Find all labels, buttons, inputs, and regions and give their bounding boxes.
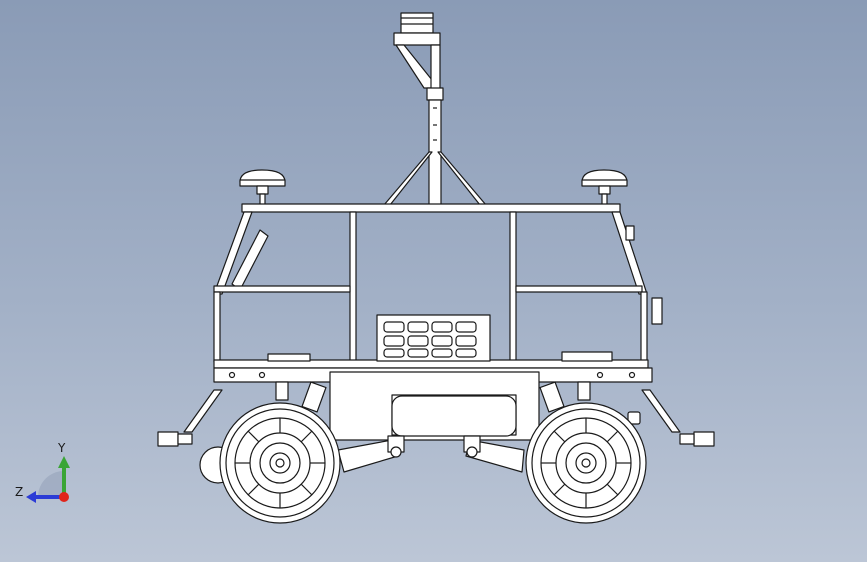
shock-absorber-right (539, 381, 565, 413)
rear-bumper-arm (641, 389, 681, 433)
mast-strut-right (437, 151, 487, 206)
mast-strut-left (383, 151, 433, 206)
wheel-front (219, 402, 341, 524)
top-rail (241, 203, 621, 213)
rear-light (651, 297, 663, 325)
deck-components (267, 314, 613, 362)
mast-upper-tube (430, 44, 441, 94)
mast-bracket (393, 32, 441, 46)
rear-upright (640, 291, 648, 363)
front-upright (213, 291, 221, 363)
gnss-antenna-right (581, 169, 628, 207)
side-connector (625, 225, 635, 241)
z-axis-label: Z (15, 485, 24, 499)
deck-box-left (267, 353, 311, 362)
mast-clamp (426, 87, 444, 101)
front-bumper-pad (157, 431, 179, 447)
housing-panel (391, 395, 517, 437)
gnss-antenna-left (239, 169, 286, 207)
pillar-left (349, 211, 357, 363)
rear-slant-bar (611, 211, 648, 295)
y-axis-label: Y (58, 441, 66, 455)
x-axis-dot (59, 492, 69, 502)
mast-arm (395, 44, 433, 89)
y-axis-arrow (62, 466, 66, 496)
bumpers (157, 389, 715, 447)
front-slant-bar (213, 211, 253, 295)
deck-box-right (561, 351, 613, 362)
chassis (213, 367, 653, 441)
lidar-head (400, 12, 434, 34)
rear-bumper-pad (693, 431, 715, 447)
mid-rail-right (515, 285, 643, 293)
wheel-rear (525, 402, 647, 524)
z-axis-arrow (34, 495, 64, 499)
axis-triad (26, 456, 70, 503)
pillar-right (509, 211, 517, 363)
shock-absorber-left (301, 381, 327, 413)
front-bumper-arm (183, 389, 223, 433)
mid-rail-left (213, 285, 351, 293)
sensor-mast (383, 12, 487, 206)
